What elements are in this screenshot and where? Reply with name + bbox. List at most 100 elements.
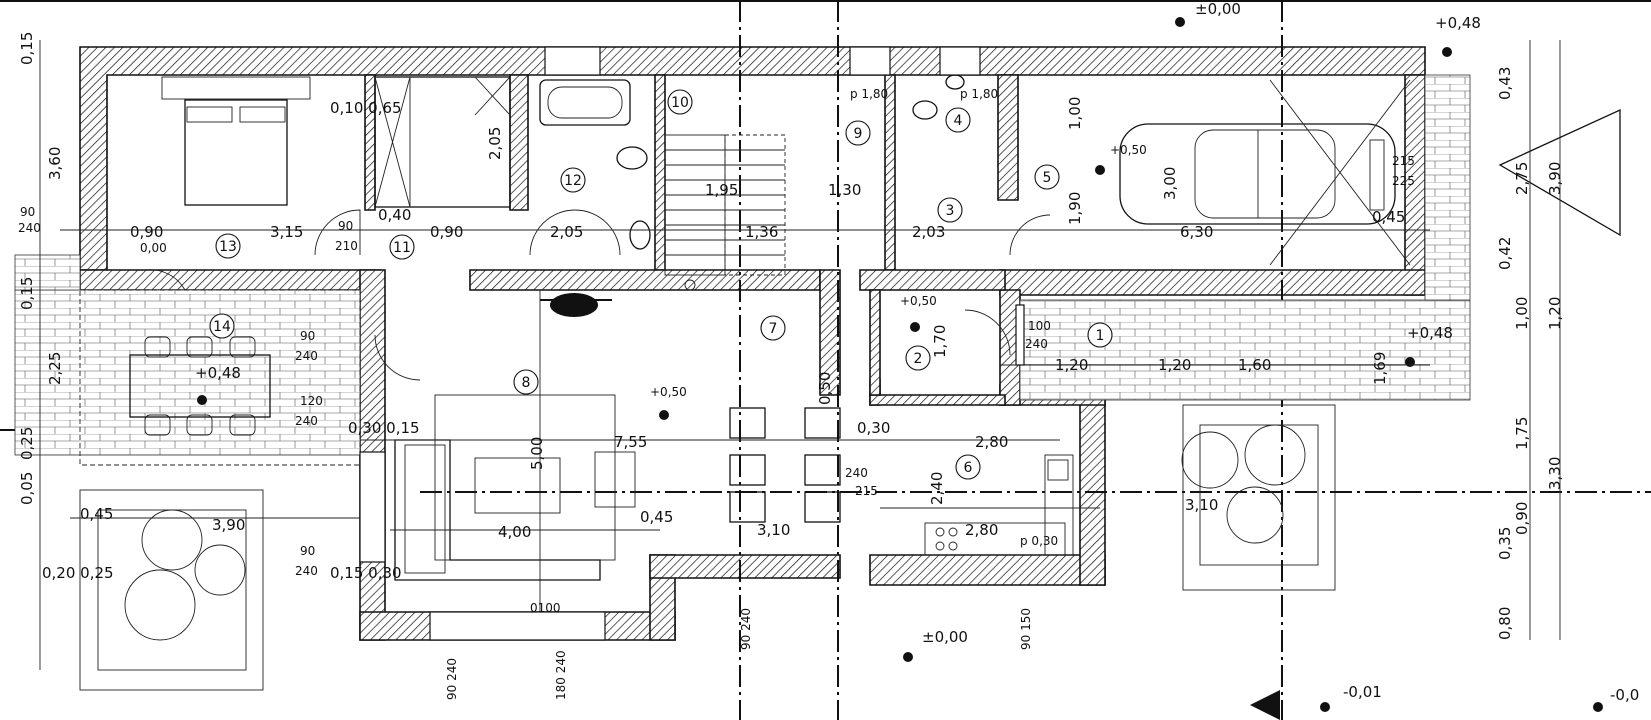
opening-hall-b: 215 xyxy=(855,484,878,498)
room-7-label: 7 xyxy=(769,321,778,337)
dim-0-43: 0,43 xyxy=(1496,67,1514,100)
room-2-label: 2 xyxy=(914,351,923,367)
room-14-circle xyxy=(209,313,235,339)
level-markers: ±0,00 +0,48 +0,50 0,00 +0,48 +0,50 +0,50… xyxy=(140,0,1639,712)
dim-0-45-left: 0,45 xyxy=(80,505,113,523)
room-7-circle xyxy=(760,315,786,341)
dim-0-15-mid: 0,15 xyxy=(18,277,36,310)
room-3-label: 3 xyxy=(946,203,955,219)
opening-p-180-b: p 1,80 xyxy=(960,87,998,101)
dim-0-30-hall: 0,30 xyxy=(857,419,890,437)
room-1-circle xyxy=(1087,322,1113,348)
opening-entrance-a: 100 xyxy=(1028,319,1051,333)
dim-0-90-a: 0,90 xyxy=(130,223,163,241)
room-14-label: 14 xyxy=(213,319,231,335)
room-5-label: 5 xyxy=(1043,170,1052,186)
room-12-circle xyxy=(560,167,586,193)
dim-3-90-horizontal: 3,90 xyxy=(212,516,245,534)
dim-2-75: 2,75 xyxy=(1513,162,1531,195)
level-living: +0,50 xyxy=(650,385,687,399)
dim-0-80: 0,80 xyxy=(1496,607,1514,640)
room-9-label: 9 xyxy=(854,126,863,142)
dim-4-00: 4,00 xyxy=(498,523,531,541)
dim-0-42: 0,42 xyxy=(1496,237,1514,270)
dim-2-03: 2,03 xyxy=(912,223,945,241)
opening-terrace-a: 90 xyxy=(300,329,315,343)
room-8-circle xyxy=(513,369,539,395)
opening-terrace-f: 240 xyxy=(295,564,318,578)
dim-wardrobe: 0,10 0,65 xyxy=(330,99,402,117)
dim-0-90-b: 0,90 xyxy=(430,223,463,241)
dim-1-75: 1,75 xyxy=(1513,417,1531,450)
level-bottom-zero: ±0,00 xyxy=(922,628,968,646)
wardrobe xyxy=(374,76,511,208)
washbasin-12 xyxy=(629,220,651,250)
dim-bedroom-width: 3,15 xyxy=(270,223,303,241)
room-11-circle xyxy=(389,234,415,260)
dim-2-40: 2,40 xyxy=(928,472,946,505)
opening-p-180-a: p 1,80 xyxy=(850,87,888,101)
door-swings xyxy=(144,209,1051,381)
dim-3-30: 3,30 xyxy=(1546,457,1564,490)
garden-bed-right xyxy=(1181,404,1336,591)
dim-0-90-right: 0,90 xyxy=(1513,502,1531,535)
opening-garage-b: 225 xyxy=(1392,174,1415,188)
dim-7-55: 7,55 xyxy=(614,433,647,451)
terrace-left-paving xyxy=(14,289,361,456)
opening-terrace-c: 120 xyxy=(300,394,323,408)
room-3-circle xyxy=(937,197,963,223)
room-1-label: 1 xyxy=(1096,328,1105,344)
dim-2-80-a: 2,80 xyxy=(975,433,1008,451)
level-bedroom: 0,00 xyxy=(140,241,167,255)
dim-garage-3-00: 3,00 xyxy=(1161,167,1179,200)
dim-2-25: 2,25 xyxy=(46,352,64,385)
opening-terrace-e: 90 xyxy=(300,544,315,558)
opening-labels: 90 240 90 210 90 240 120 240 90 240 100 … xyxy=(18,87,1415,700)
dimension-lines xyxy=(39,40,1561,670)
room-10-label: 10 xyxy=(671,95,689,111)
dim-0-50: 0,50 xyxy=(816,372,834,405)
room-10-circle xyxy=(667,89,693,115)
windows xyxy=(359,46,1025,641)
opening-bedroom-window: 90 xyxy=(20,205,35,219)
sofa-and-table xyxy=(394,394,636,581)
dim-garage-6-30: 6,30 xyxy=(1180,223,1213,241)
kitchen-counter xyxy=(924,454,1074,556)
room-4-label: 4 xyxy=(954,113,963,129)
dim-0-40: 0,40 xyxy=(378,206,411,224)
garage-side-paving xyxy=(1424,74,1471,301)
dim-1-00-b: 1,00 xyxy=(1513,297,1531,330)
interior-walls xyxy=(364,74,1019,396)
terrace-right-paving xyxy=(1019,299,1471,401)
bar-stools xyxy=(729,407,841,523)
terrace-left-strip xyxy=(14,254,81,291)
dim-1-20-c: 1,20 xyxy=(1546,297,1564,330)
dim-stair-1-36: 1,36 xyxy=(745,223,778,241)
opening-bottom-a: 90 240 xyxy=(445,658,459,700)
toilet-12 xyxy=(616,146,648,170)
dim-2-05-horizontal: 2,05 xyxy=(550,223,583,241)
dim-0-20-0-25: 0,20 0,25 xyxy=(42,564,114,582)
dim-3-10-b: 3,10 xyxy=(1185,496,1218,514)
fireplace xyxy=(540,293,612,317)
room-13-label: 13 xyxy=(219,239,237,255)
level-garage: +0,50 xyxy=(1110,143,1147,157)
opening-entrance-b: 240 xyxy=(1025,337,1048,351)
dim-1-20-b: 1,20 xyxy=(1158,356,1191,374)
car xyxy=(1119,79,1411,266)
room-8-label: 8 xyxy=(522,375,531,391)
dim-0-05: 0,05 xyxy=(18,472,36,505)
dim-1-20-a: 1,20 xyxy=(1055,356,1088,374)
opening-bottom-c: 90 240 xyxy=(739,608,753,650)
dim-0-25: 0,25 xyxy=(18,427,36,460)
dim-1-69: 1,69 xyxy=(1371,352,1389,385)
dim-0-15-0-30: 0,15 0,30 xyxy=(330,564,402,582)
dim-2-80-b: 2,80 xyxy=(965,521,998,539)
dim-1-00: 1,00 xyxy=(1066,97,1084,130)
staircase xyxy=(664,134,786,291)
level-top-zero: ±0,00 xyxy=(1195,0,1241,18)
level-terrace: +0,48 xyxy=(195,364,241,382)
dim-5-00: 5,00 xyxy=(528,437,546,470)
room-2-circle xyxy=(905,345,931,371)
opening-terrace-d: 240 xyxy=(295,414,318,428)
